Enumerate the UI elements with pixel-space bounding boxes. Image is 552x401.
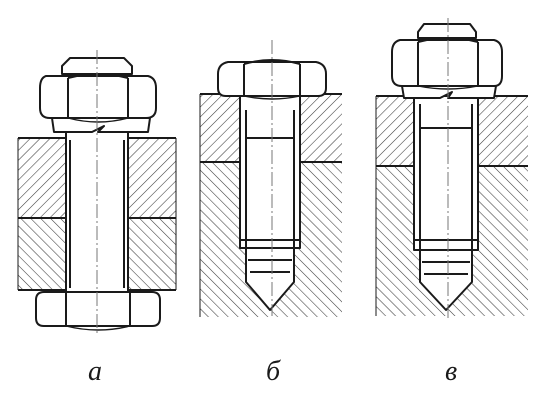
figure-a-bolt-head: [35, 291, 161, 331]
figure-a-washer: [51, 117, 151, 133]
caption-b: б: [266, 356, 281, 387]
figure-v: [375, 18, 528, 318]
caption-v: в: [445, 356, 458, 387]
caption-a: а: [88, 356, 102, 387]
figure-v-washer: [401, 85, 497, 99]
figure-a-nut: [39, 57, 157, 123]
figure-a-lower-plate: [18, 218, 176, 290]
figure-a-upper-plate: [18, 138, 176, 218]
figure-v-stud: [413, 95, 479, 311]
figure-v-nut: [391, 23, 503, 90]
figure-a: [17, 50, 177, 334]
figure-b-screw-shank: [239, 93, 301, 311]
figure-b: [199, 40, 342, 317]
figure-b-screw-head: [217, 59, 327, 100]
